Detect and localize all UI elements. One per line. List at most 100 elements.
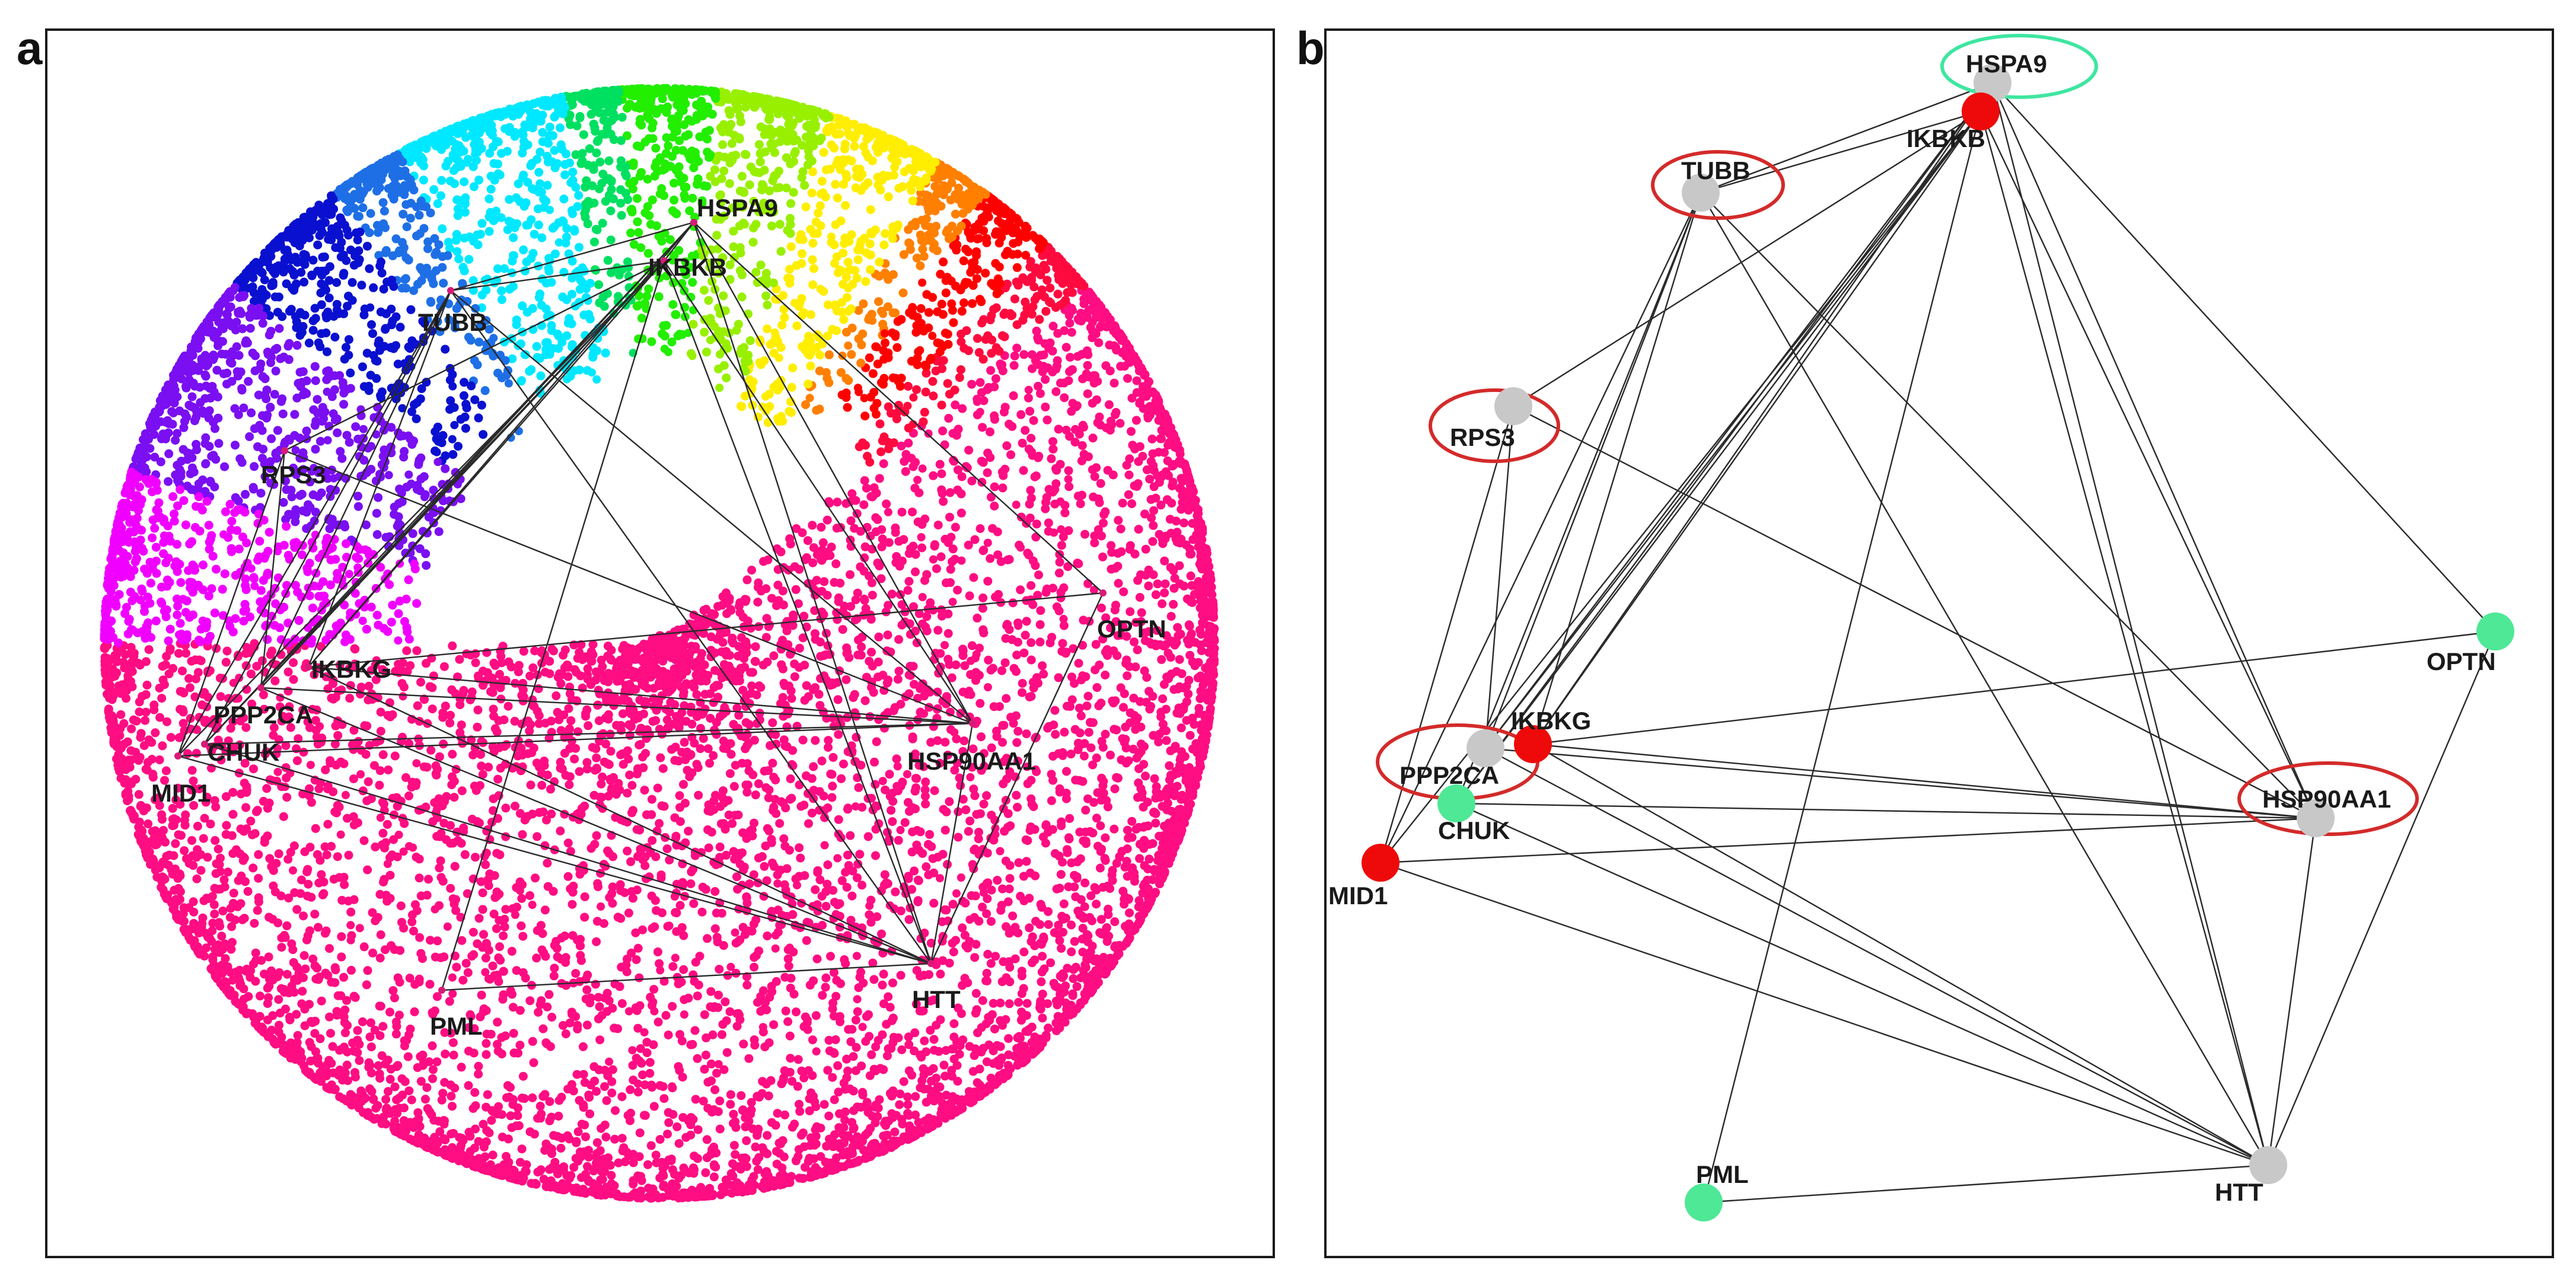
panel-a-dot: [1012, 790, 1021, 800]
panel-a-dot: [166, 733, 176, 742]
panel-a-dot: [658, 764, 668, 773]
panel-a-dot: [400, 1041, 409, 1051]
panel-a-dot: [678, 1073, 687, 1082]
panel-a-dot: [1149, 482, 1159, 492]
panel-a-dot: [247, 669, 256, 679]
panel-a-dot: [1088, 433, 1098, 443]
panel-a-dot: [398, 732, 407, 742]
panel-a-dot: [1012, 343, 1022, 353]
panel-a-dot: [379, 878, 388, 887]
panel-a-dot: [613, 913, 623, 922]
panel-a-dot: [477, 1158, 487, 1167]
panel-a-dot: [1076, 711, 1086, 720]
panel-a-dot: [573, 1127, 583, 1137]
panel-a-dot: [392, 1095, 401, 1105]
panel-a-dot: [1098, 552, 1107, 562]
panel-a-dot: [734, 850, 744, 859]
panel-a-dot: [127, 724, 136, 733]
panel-a-dot: [1155, 831, 1164, 841]
panel-a-dot: [706, 1002, 715, 1012]
panel-a-dot: [862, 483, 871, 493]
panel-a-dot: [330, 1084, 340, 1094]
panel-a-dot: [868, 1140, 878, 1149]
panel-a-dot: [213, 844, 223, 854]
panel-a-dot: [222, 821, 231, 830]
panel-a-dot: [760, 1042, 770, 1052]
panel-a-dot: [158, 662, 167, 671]
panel-a-dot: [406, 1025, 415, 1033]
panel-a-dot: [773, 580, 783, 590]
panel-a-dot: [257, 656, 267, 665]
panel-a-dot: [737, 1091, 746, 1100]
panel-a-dot: [827, 793, 837, 802]
panel-a-dot: [692, 690, 702, 699]
panel-a-dot: [1148, 839, 1158, 848]
panel-a-dot: [625, 770, 635, 780]
panel-a-dot: [135, 707, 144, 717]
panel-a-dot: [1018, 438, 1027, 448]
panel-a-dot: [350, 1068, 359, 1077]
panel-a-dot: [581, 1132, 590, 1141]
panel-a-dot: [500, 1031, 510, 1041]
panel-a-dot: [1096, 603, 1106, 613]
panel-a-dot: [445, 718, 455, 728]
panel-a-dot: [434, 794, 444, 803]
panel-a-dot: [831, 1153, 841, 1163]
panel-a-dot: [1144, 687, 1153, 696]
panel-a-dot: [623, 659, 633, 669]
panel-a-dot: [532, 953, 541, 963]
panel-a-dot: [594, 993, 603, 1002]
panel-a-dot: [863, 1104, 873, 1114]
panel-a-dot: [494, 1102, 503, 1111]
panel-a-dot: [836, 979, 845, 988]
panel-a-dot: [104, 676, 113, 685]
panel-a-dot: [604, 690, 614, 699]
panel-a-dot: [147, 738, 157, 747]
panel-a-dot: [365, 1032, 375, 1042]
panel-a-dot: [681, 755, 690, 764]
panel-a-dot: [581, 709, 590, 719]
panel-a-dot: [534, 711, 544, 720]
panel-a-dot: [732, 872, 741, 882]
panel-a-dot: [270, 676, 280, 685]
panel-a-dot: [617, 1134, 627, 1143]
panel-a-dot: [731, 1150, 740, 1159]
panel-a-dot: [847, 891, 857, 901]
panel-a-dot: [546, 784, 555, 794]
panel-a-dot: [428, 1065, 438, 1074]
panel-a-dot: [728, 819, 737, 828]
panel-a-dot: [216, 692, 225, 701]
panel-a-dot: [109, 734, 119, 744]
panel-a-dot: [699, 1096, 708, 1106]
panel-a-dot: [715, 1124, 725, 1134]
panel-a-dot: [425, 682, 435, 691]
panel-a-dot: [740, 1153, 750, 1163]
panel-a-dot: [452, 962, 461, 972]
panel-a-dot: [701, 885, 710, 894]
panel-a-dot: [489, 704, 498, 714]
panel-a-dot: [568, 899, 577, 909]
panel-a-dot: [946, 564, 955, 574]
panel-a-dot: [688, 970, 698, 980]
panel-a-dot: [572, 668, 581, 677]
panel-a-dot: [953, 585, 962, 595]
panel-a-dot: [977, 457, 986, 466]
panel-a-dot: [894, 635, 904, 644]
panel-a-dot: [539, 1175, 549, 1184]
panel-a-dot: [547, 645, 557, 653]
panel-a-dot: [570, 754, 579, 764]
panel-a-dot: [1050, 706, 1060, 715]
panel-a-dot: [366, 1018, 375, 1028]
panel-a-dot: [457, 1134, 467, 1143]
panel-a-dot: [202, 943, 211, 953]
panel-a-dot: [1166, 669, 1176, 679]
panel-a-dot: [165, 850, 174, 860]
panel-a-dot: [236, 789, 246, 799]
panel-a-dot: [606, 776, 616, 785]
panel-a-dot: [661, 704, 671, 714]
panel-a-dot: [346, 965, 356, 975]
panel-a-dot: [1185, 621, 1194, 631]
panel-a-dot: [365, 1061, 375, 1070]
panel-a-dot: [514, 667, 523, 677]
panel-a-dot: [787, 694, 796, 703]
